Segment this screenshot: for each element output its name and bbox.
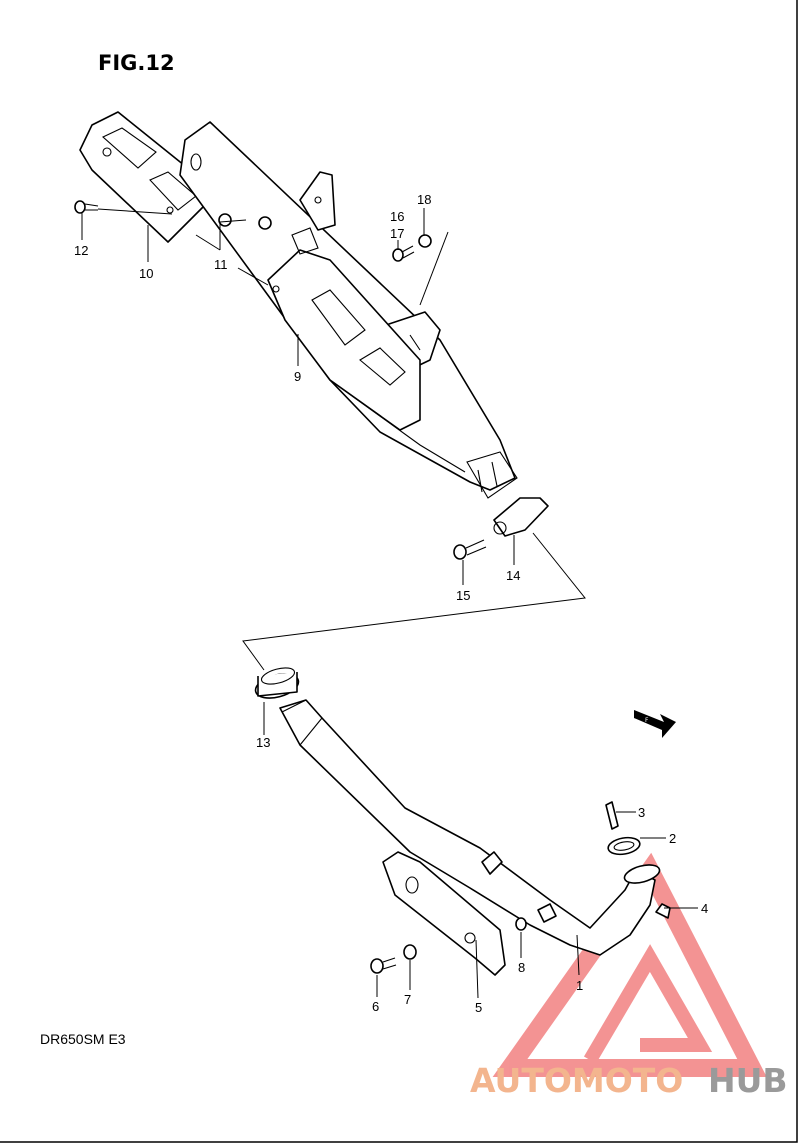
callout-10: 10 — [139, 266, 153, 281]
callout-13: 13 — [256, 735, 270, 750]
bolt-16-17 — [392, 245, 415, 262]
stud-3 — [605, 801, 619, 830]
callout-4: 4 — [701, 901, 708, 916]
callout-16: 16 — [390, 209, 404, 224]
exhaust-pipe — [279, 699, 661, 956]
muffler-side-cover — [267, 227, 421, 431]
callout-15: 15 — [456, 588, 470, 603]
clamp-14 — [493, 497, 549, 537]
watermark-automoto: AUTOMOTO — [470, 1061, 683, 1100]
callout-11: 11 — [214, 257, 228, 272]
leader-lines — [81, 208, 698, 999]
callout-8: 8 — [518, 960, 525, 975]
exhaust-pipe-cover — [382, 851, 506, 976]
washer-7 — [403, 944, 417, 960]
nut-4 — [655, 903, 671, 919]
callout-6: 6 — [372, 999, 379, 1014]
watermark-logo — [492, 852, 767, 1077]
watermark-hub: HUB — [708, 1061, 788, 1100]
figure-title: FIG.12 — [98, 51, 175, 75]
gasket-2 — [607, 836, 641, 856]
watermark-text: AUTOMOTO HUB — [470, 1061, 788, 1100]
callout-5: 5 — [475, 1000, 482, 1015]
gasket-13 — [254, 667, 300, 699]
callout-labels: 1 2 3 4 5 6 7 8 9 10 11 12 13 14 15 16 1… — [74, 192, 708, 1015]
callout-14: 14 — [506, 568, 520, 583]
bolt-6 — [370, 957, 397, 974]
callout-9: 9 — [294, 369, 301, 384]
callout-18: 18 — [417, 192, 431, 207]
model-code: DR650SM E3 — [40, 1031, 126, 1047]
connection-lines — [242, 231, 586, 671]
spacer-8 — [515, 917, 527, 931]
svg-text:F: F — [645, 717, 649, 724]
bolt-12 — [74, 200, 99, 214]
callout-7: 7 — [404, 992, 411, 1007]
nut-18 — [418, 234, 432, 248]
callout-2: 2 — [669, 831, 676, 846]
callout-17: 17 — [390, 226, 404, 241]
callout-12: 12 — [74, 243, 88, 258]
bolt-15 — [453, 539, 487, 560]
callout-3: 3 — [638, 805, 645, 820]
washer-11 — [218, 213, 272, 230]
front-direction-arrow-icon: F — [634, 710, 676, 738]
callout-1: 1 — [576, 978, 583, 993]
